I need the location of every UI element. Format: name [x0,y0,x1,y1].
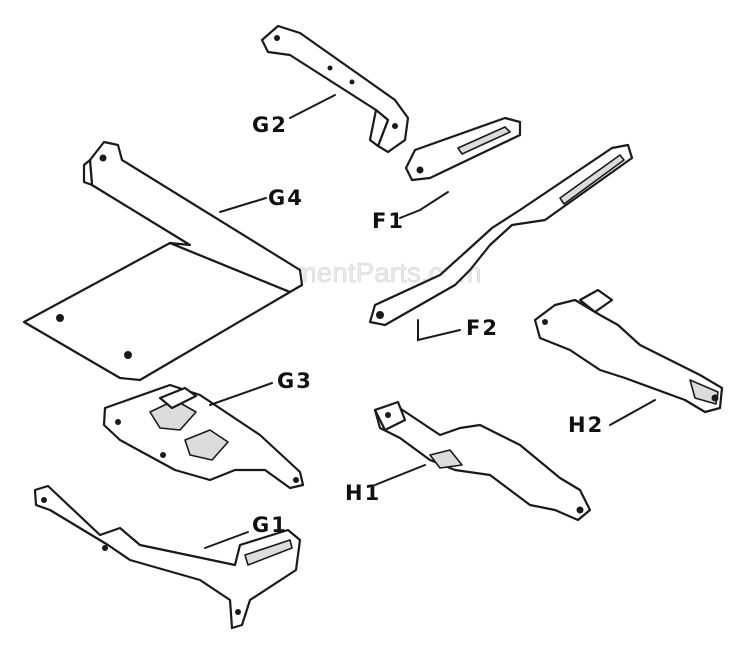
leader-g4 [219,197,267,213]
leader-g3 [209,382,273,406]
leader-g2 [289,94,336,119]
part-g4-plate [22,140,304,382]
part-f2-arm [368,143,634,327]
leader-f1 [399,191,449,219]
label-f1: F1 [372,209,405,233]
leader-h2 [609,399,656,426]
label-g4: G4 [268,186,304,210]
part-h1-casting [373,400,592,522]
label-g1: G1 [252,513,288,537]
label-f2: F2 [466,316,499,340]
part-g1-bracket [33,484,302,630]
label-g2: G2 [252,113,288,137]
label-g3: G3 [277,369,313,393]
part-h2-casting [533,288,724,414]
part-g2-bracket [260,24,410,154]
part-g3-casting [102,383,305,490]
label-h1: H1 [345,481,381,505]
label-h2: H2 [568,413,604,437]
part-f1-link [404,116,522,182]
leader-g1 [204,531,249,549]
leader-h1 [374,464,426,486]
leader-f2 [417,319,461,342]
